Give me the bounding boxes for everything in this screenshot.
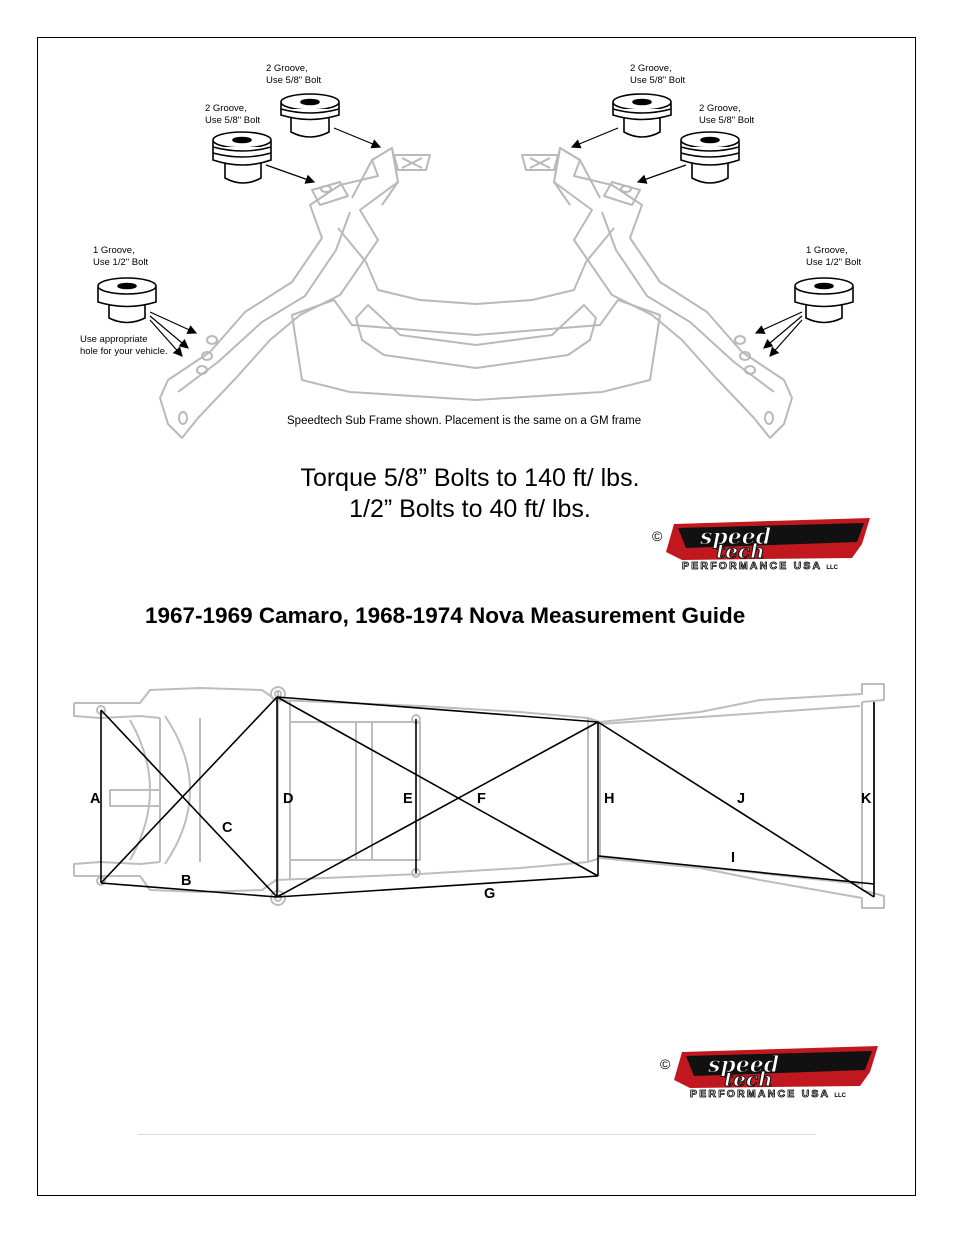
line-b xyxy=(100,882,278,898)
line-c-1 xyxy=(100,709,278,898)
line-f-1 xyxy=(276,696,599,877)
bushing-icon xyxy=(97,277,157,324)
bushing-label: 1 Groove,Use 1/2" Bolt xyxy=(93,245,149,268)
measure-label-f: F xyxy=(477,791,486,807)
measure-label-e: E xyxy=(403,791,413,807)
copyright-symbol: © xyxy=(652,528,663,544)
measure-label-g: G xyxy=(484,886,496,902)
line-f-2 xyxy=(276,721,599,898)
torque-line-1: Torque 5/8” Bolts to 140 ft/ lbs. xyxy=(300,464,640,492)
line-j xyxy=(597,721,875,898)
measure-label-c: C xyxy=(222,820,233,836)
logo-mark: speed tech xyxy=(666,518,870,564)
measure-label-d: D xyxy=(283,791,294,807)
line-c-2 xyxy=(100,696,278,884)
measure-label-b: B xyxy=(181,873,192,889)
bushing-label: 2 Groove,Use 5/8" Bolt xyxy=(266,63,322,86)
torque-line-2: 1/2” Bolts to 40 ft/ lbs. xyxy=(349,495,591,523)
torque-spec: Torque 5/8” Bolts to 140 ft/ lbs. 1/2” B… xyxy=(250,463,690,525)
pointer-arrows xyxy=(149,127,803,357)
line-top-edge xyxy=(276,696,599,723)
guide-title: 1967-1969 Camaro, 1968-1974 Nova Measure… xyxy=(145,603,746,628)
bushing-icon xyxy=(212,131,272,184)
copyright-symbol: © xyxy=(660,1056,671,1072)
bushing-icon xyxy=(794,277,854,324)
bushing-label: 2 Groove,Use 5/8" Bolt xyxy=(699,103,755,126)
footer-divider xyxy=(138,1134,816,1135)
subframe-outline xyxy=(159,147,793,439)
logo-word-speed: speed xyxy=(699,524,771,550)
measurement-lines xyxy=(100,696,875,898)
bushing-label: 2 Groove,Use 5/8" Bolt xyxy=(630,63,686,86)
measure-label-h: H xyxy=(604,791,615,807)
bushing-label: 2 Groove,Use 5/8" Bolt xyxy=(205,103,261,126)
measure-label-j: J xyxy=(737,791,746,807)
logo-word-tech: tech xyxy=(724,1067,773,1091)
bushing-icon xyxy=(680,131,740,184)
logo-mark: speed tech xyxy=(674,1046,878,1092)
measure-label-a: A xyxy=(90,791,101,807)
line-g xyxy=(276,875,599,898)
page-border xyxy=(37,37,916,1196)
subframe-caption: Speedtech Sub Frame shown. Placement is … xyxy=(287,415,642,427)
bushing-icon xyxy=(612,93,672,138)
frame-holes xyxy=(178,185,774,425)
measure-label-k: K xyxy=(861,791,872,807)
bushing-icon xyxy=(280,93,340,138)
line-i xyxy=(597,855,875,885)
logo-word-tech: tech xyxy=(716,539,765,563)
measure-label-i: I xyxy=(731,850,736,866)
logo-word-speed: speed xyxy=(707,1052,779,1078)
bushings xyxy=(97,93,854,324)
bushing-label: 1 Groove,Use 1/2" Bolt xyxy=(806,245,862,268)
